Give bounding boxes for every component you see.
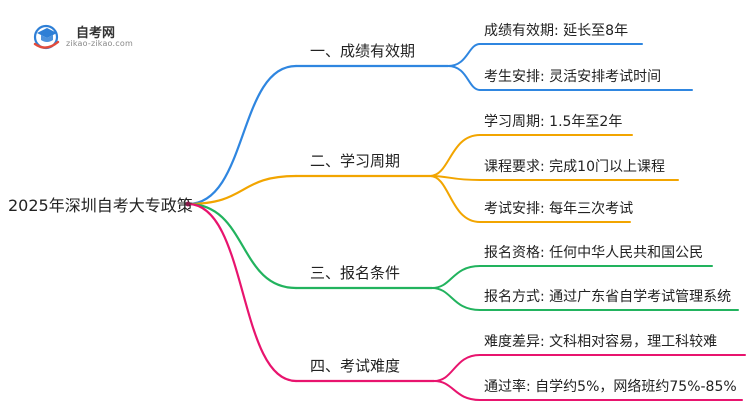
leaf-study-duration: 学习周期: 1.5年至2年 — [484, 114, 623, 130]
logo-url: zikao-zikao.com — [66, 39, 133, 48]
branch-leaf-connector — [431, 265, 481, 289]
leaf-exam-schedule: 考试安排: 每年三次考试 — [484, 201, 634, 217]
site-logo[interactable]: 自考网 zikao-zikao.com — [32, 20, 142, 54]
branch-study-period: 二、学习周期 — [310, 152, 401, 170]
branch-leaf-connector — [447, 65, 481, 91]
branch-leaf-connector — [447, 43, 481, 67]
logo-title: 自考网 — [76, 26, 116, 41]
root-branch-connector — [186, 64, 298, 206]
branch-leaf-connector — [433, 380, 481, 401]
root-branch-connector — [186, 202, 298, 383]
branch-exam-difficulty: 四、考试难度 — [310, 357, 401, 375]
branch-leaf-connector — [431, 287, 481, 311]
mindmap-root: 2025年深圳自考大专政策 — [8, 196, 193, 215]
root-branch-connector — [186, 202, 298, 290]
branch-leaf-connector — [429, 134, 481, 177]
root-anchor-dot — [185, 201, 191, 207]
leaf-difficulty-difference: 难度差异: 文科相对容易，理工科较难 — [484, 334, 718, 350]
leaf-course-requirement: 课程要求: 完成10门以上课程 — [484, 159, 665, 175]
leaf-exam-arrangement: 考生安排: 灵活安排考试时间 — [484, 69, 662, 85]
branch-leaf-connector — [433, 354, 481, 382]
leaf-registration-method: 报名方式: 通过广东省自学考试管理系统 — [484, 289, 732, 305]
leaf-pass-rate: 通过率: 自学约5%，网络班约75%-85% — [484, 379, 737, 395]
root-branch-connector — [186, 174, 298, 206]
leaf-score-validity-period: 成绩有效期: 延长至8年 — [484, 23, 629, 39]
graduation-cap-icon — [33, 24, 60, 50]
branch-registration: 三、报名条件 — [310, 264, 401, 282]
branch-score-validity: 一、成绩有效期 — [310, 42, 416, 60]
leaf-eligibility: 报名资格: 任何中华人民共和国公民 — [484, 245, 704, 261]
branch-leaf-connector — [429, 175, 481, 223]
